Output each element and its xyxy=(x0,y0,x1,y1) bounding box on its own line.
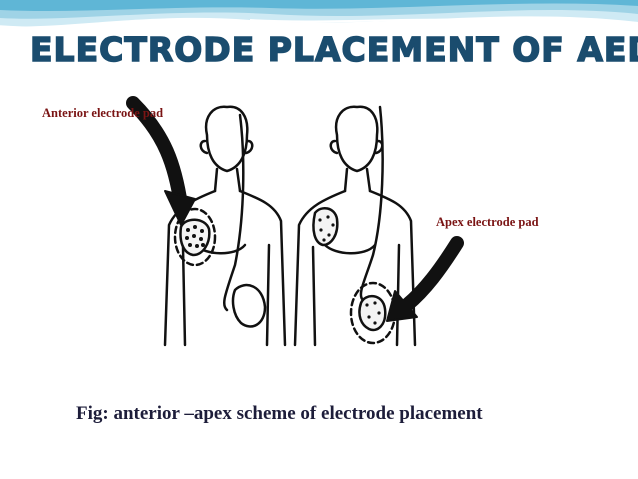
anterior-pad-label: Anterior electrode pad xyxy=(42,106,164,120)
slide-title: ELECTRODE PLACEMENT OF AED xyxy=(29,29,638,70)
aed-placement-illustration xyxy=(95,95,495,380)
apex-pad-label: Apex electrode pad xyxy=(436,215,539,229)
header-wave-decoration xyxy=(0,0,638,40)
figure-caption: Fig: anterior –apex scheme of electrode … xyxy=(76,403,483,424)
